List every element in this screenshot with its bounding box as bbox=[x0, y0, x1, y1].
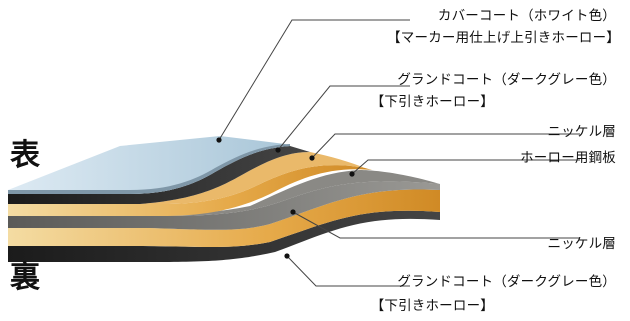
layer-nickel-top-face bbox=[140, 152, 365, 204]
callout-nickel-top: ニッケル層 bbox=[547, 124, 616, 140]
callout-cover-coat-sub: 【マーカー用仕上げ上引きホーロー】 bbox=[387, 30, 620, 46]
layer-cover-coat bbox=[8, 136, 290, 194]
leader-steel-sheet bbox=[351, 159, 580, 175]
callout-ground-coat-bottom-sub: 【下引きホーロー】 bbox=[370, 298, 494, 314]
callout-cover-coat-title: カバーコート（ホワイト色） bbox=[437, 8, 616, 24]
layer-steel-sheet bbox=[8, 181, 440, 230]
callout-ground-coat-bottom-title: グランドコート（ダークグレー色） bbox=[397, 274, 616, 290]
layer-cover-edge bbox=[8, 144, 290, 194]
callout-steel-sheet: ホーロー用鋼板 bbox=[520, 150, 616, 166]
back-side-label: 裏 bbox=[10, 260, 40, 295]
layer-nickel-top bbox=[8, 165, 372, 216]
leader-ground-coat-top bbox=[277, 85, 410, 151]
layer-nickel-bottom bbox=[8, 189, 440, 247]
callout-nickel-bottom: ニッケル層 bbox=[547, 236, 616, 252]
layer-steel-top-face bbox=[160, 170, 440, 216]
callout-ground-coat-top-title: グランドコート（ダークグレー色） bbox=[397, 72, 616, 88]
leader-nickel-bottom bbox=[292, 211, 580, 239]
leader-dots bbox=[216, 137, 355, 259]
layer-ground-coat-bottom bbox=[8, 210, 440, 262]
leader-cover-coat bbox=[218, 19, 410, 141]
leader-nickel-top bbox=[311, 133, 580, 159]
callout-ground-coat-top-sub: 【下引きホーロー】 bbox=[370, 94, 494, 110]
leader-ground-coat-bottom bbox=[286, 255, 410, 287]
front-side-label: 表 bbox=[10, 138, 40, 173]
leader-lines bbox=[218, 19, 580, 287]
